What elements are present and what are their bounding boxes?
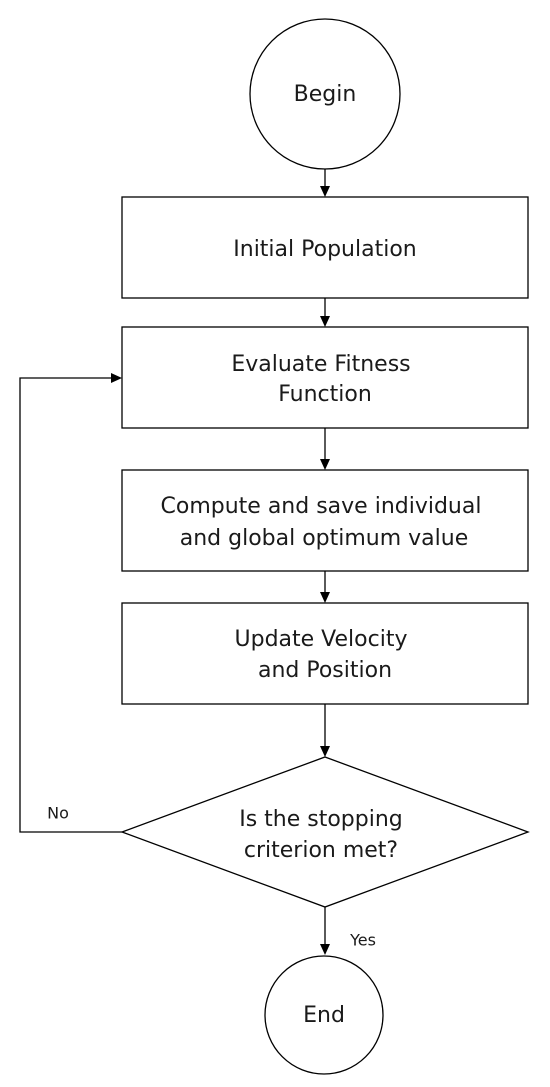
- update-velocity-label-line1: Update Velocity: [235, 627, 408, 652]
- initial-population-node: Initial Population: [121, 196, 529, 299]
- evaluate-fitness-box: [121, 326, 529, 429]
- update-velocity-label-line2: and Position: [258, 658, 392, 683]
- update-velocity-node: Update Velocity and Position: [121, 602, 529, 705]
- edge-update-to-decision: [320, 704, 330, 757]
- end-node-label: End: [303, 1003, 345, 1028]
- compute-save-node: Compute and save individual and global o…: [121, 469, 529, 572]
- arrow-head: [320, 592, 330, 603]
- compute-save-box: [121, 469, 529, 572]
- arrow-head: [320, 186, 330, 197]
- edge-decision-no-loop: No: [19, 373, 122, 833]
- arrow-head: [320, 459, 330, 470]
- edge-compute-save-to-update: [320, 571, 330, 603]
- no-edge-label: No: [47, 804, 69, 823]
- arrow-head: [320, 316, 330, 327]
- evaluate-fitness-label-line2: Function: [278, 382, 372, 407]
- end-node: End: [264, 955, 384, 1075]
- evaluate-fitness-node: Evaluate Fitness Function: [121, 326, 529, 429]
- edge-evaluate-fitness-to-compute-save: [320, 428, 330, 470]
- decision-label-line2: criterion met?: [244, 838, 398, 863]
- decision-label-line1: Is the stopping: [239, 807, 403, 832]
- begin-node: Begin: [249, 18, 401, 170]
- stopping-criterion-decision: Is the stopping criterion met?: [120, 756, 530, 908]
- arrow-head: [320, 944, 330, 955]
- update-velocity-box: [121, 602, 529, 705]
- arrow-head: [111, 373, 122, 383]
- compute-save-label-line1: Compute and save individual: [161, 494, 482, 519]
- edge-begin-to-initial-population: [320, 169, 330, 197]
- edge-initial-population-to-evaluate-fitness: [320, 298, 330, 327]
- loop-edge-line: [19, 377, 122, 833]
- compute-save-label-line2: and global optimum value: [180, 526, 469, 551]
- evaluate-fitness-label-line1: Evaluate Fitness: [231, 352, 410, 377]
- edge-decision-yes: Yes: [320, 907, 376, 955]
- begin-node-label: Begin: [294, 82, 357, 107]
- initial-population-label: Initial Population: [233, 237, 416, 262]
- initial-population-box: [121, 196, 529, 299]
- arrow-head: [320, 746, 330, 757]
- yes-edge-label: Yes: [349, 931, 376, 950]
- end-node-shape: [264, 955, 384, 1075]
- decision-diamond: [120, 756, 530, 908]
